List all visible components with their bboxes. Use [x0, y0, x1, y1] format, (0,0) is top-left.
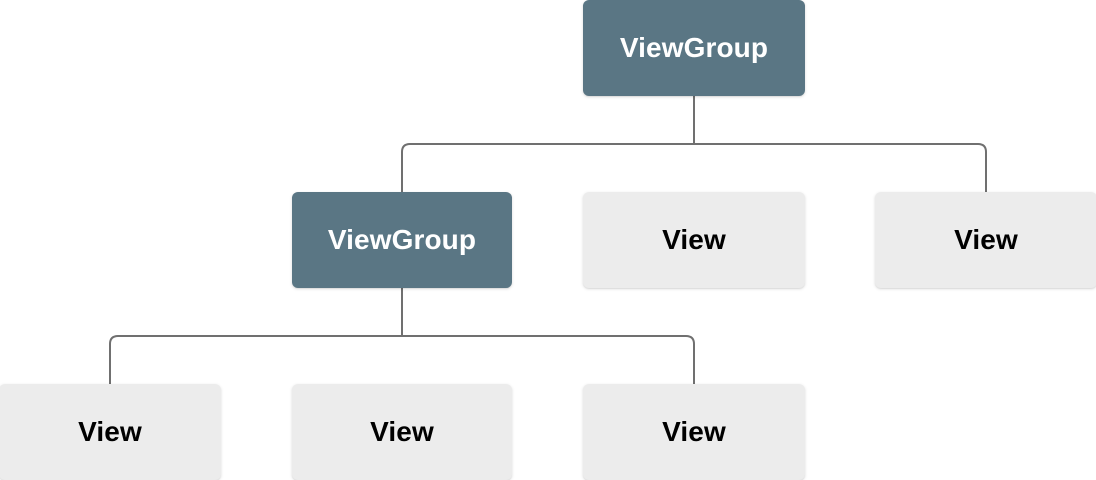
node-root-viewgroup[interactable]: ViewGroup — [583, 0, 805, 96]
node-label: View — [662, 416, 726, 447]
connector-level1-to-level2 — [109, 288, 695, 384]
node-level1-view-2[interactable]: View — [875, 192, 1096, 288]
node-label: View — [370, 416, 434, 447]
node-label: View — [662, 224, 726, 255]
node-label: ViewGroup — [619, 32, 769, 63]
node-level2-view-2[interactable]: View — [292, 384, 512, 480]
node-label: View — [78, 416, 142, 447]
connector-root-to-level1 — [401, 96, 987, 192]
node-level1-view-1[interactable]: View — [583, 192, 805, 288]
node-label: View — [954, 224, 1018, 255]
node-level1-viewgroup[interactable]: ViewGroup — [292, 192, 512, 288]
node-label: ViewGroup — [327, 224, 477, 255]
node-level2-view-1[interactable]: View — [0, 384, 221, 480]
node-level2-view-3[interactable]: View — [583, 384, 805, 480]
